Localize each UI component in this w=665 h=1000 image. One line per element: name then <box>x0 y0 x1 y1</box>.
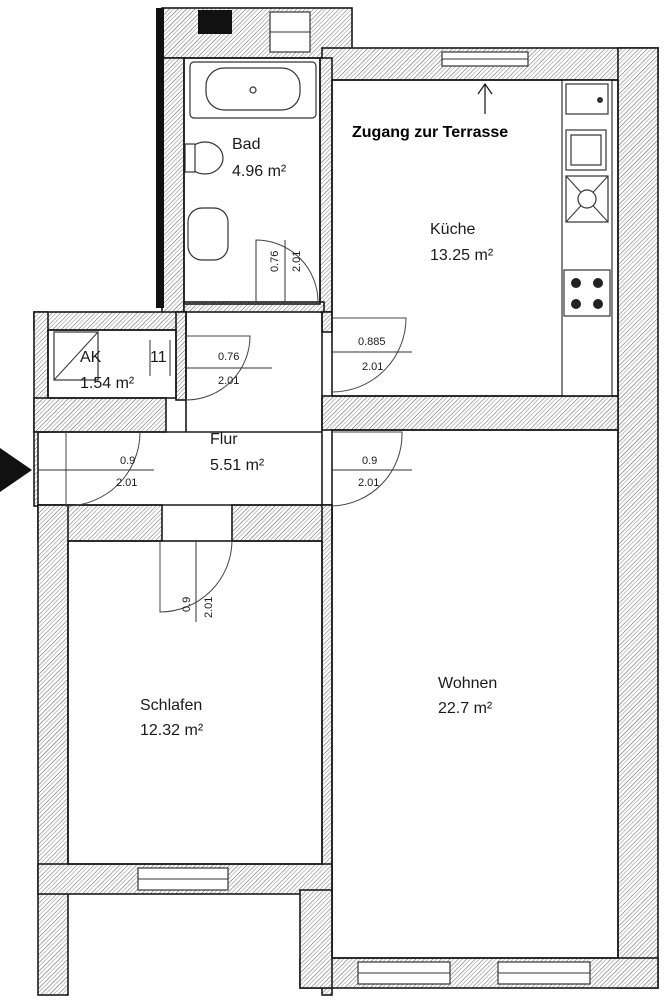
dim-bad-height: 2.01 <box>291 251 303 272</box>
fixtures <box>53 61 613 397</box>
wall-flur-right <box>321 311 333 333</box>
wall-bad-top <box>161 7 353 59</box>
room-name-ak: AK <box>80 349 102 366</box>
room-name-bad: Bad <box>232 136 260 153</box>
doors <box>38 239 412 622</box>
windows <box>137 10 591 985</box>
room-extra-ak: 11 <box>150 349 167 366</box>
door-bad <box>255 239 319 303</box>
dim-flur-ak-height: 2.01 <box>218 375 239 387</box>
door-entrance <box>65 431 141 507</box>
kitchen-counter <box>561 79 613 397</box>
washbasin <box>187 207 229 261</box>
wall-bad-kueche <box>319 57 333 313</box>
dim-entrance-height: 2.01 <box>116 477 137 489</box>
wall-schlafen-top-right <box>231 504 333 542</box>
wall-bad-bottom <box>183 301 325 313</box>
wall-kueche-wohnen <box>321 395 619 431</box>
wall-bad-left <box>161 57 185 317</box>
dim-kueche-height: 2.01 <box>362 361 383 373</box>
partitions <box>38 57 619 959</box>
room-name-flur: Flur <box>210 431 238 448</box>
chimney-dark <box>198 10 232 34</box>
entrance-arrow-icon <box>0 448 32 492</box>
room-name-schlafen: Schlafen <box>140 697 202 714</box>
wall-ak-right <box>175 311 187 401</box>
wall-ak-bottom <box>33 397 167 433</box>
room-area-ak: 1.54 m² <box>80 375 135 392</box>
dim-bad-width: 0.76 <box>269 251 281 272</box>
dim-kueche-width: 0.885 <box>358 336 386 348</box>
door-kueche <box>331 317 407 393</box>
wall-ak-top <box>33 311 187 331</box>
wall-schlafen-left <box>37 504 69 996</box>
wall-schlafen-corner <box>299 889 333 989</box>
dim-schlafen-width: 0.9 <box>181 597 193 612</box>
door-schlafen <box>159 540 233 613</box>
room-name-kueche: Küche <box>430 221 475 238</box>
door-ak <box>185 335 251 401</box>
room-area-schlafen: 12.32 m² <box>140 722 204 739</box>
wall-flur-left-lower <box>33 431 39 507</box>
dim-wohnen-width: 0.9 <box>362 455 377 467</box>
terrace-arrow-icon <box>477 82 493 114</box>
stove <box>563 269 611 317</box>
dim-entrance-width: 0.9 <box>120 455 135 467</box>
wall-right <box>617 47 659 989</box>
wall-wohnen-bottom <box>299 957 659 989</box>
room-name-wohnen: Wohnen <box>438 675 497 692</box>
room-area-wohnen: 22.7 m² <box>438 700 493 717</box>
room-area-flur: 5.51 m² <box>210 457 265 474</box>
dim-flur-ak-width: 0.76 <box>218 351 239 363</box>
dim-wohnen-height: 2.01 <box>358 477 379 489</box>
walls <box>33 7 659 996</box>
wall-bad-dark-edge <box>156 8 164 308</box>
terrace-note: Zugang zur Terrasse <box>352 124 508 141</box>
dim-schlafen-height: 2.01 <box>203 597 215 618</box>
room-area-kueche: 13.25 m² <box>430 247 494 264</box>
door-wohnen <box>331 431 403 507</box>
room-area-bad: 4.96 m² <box>232 163 287 180</box>
